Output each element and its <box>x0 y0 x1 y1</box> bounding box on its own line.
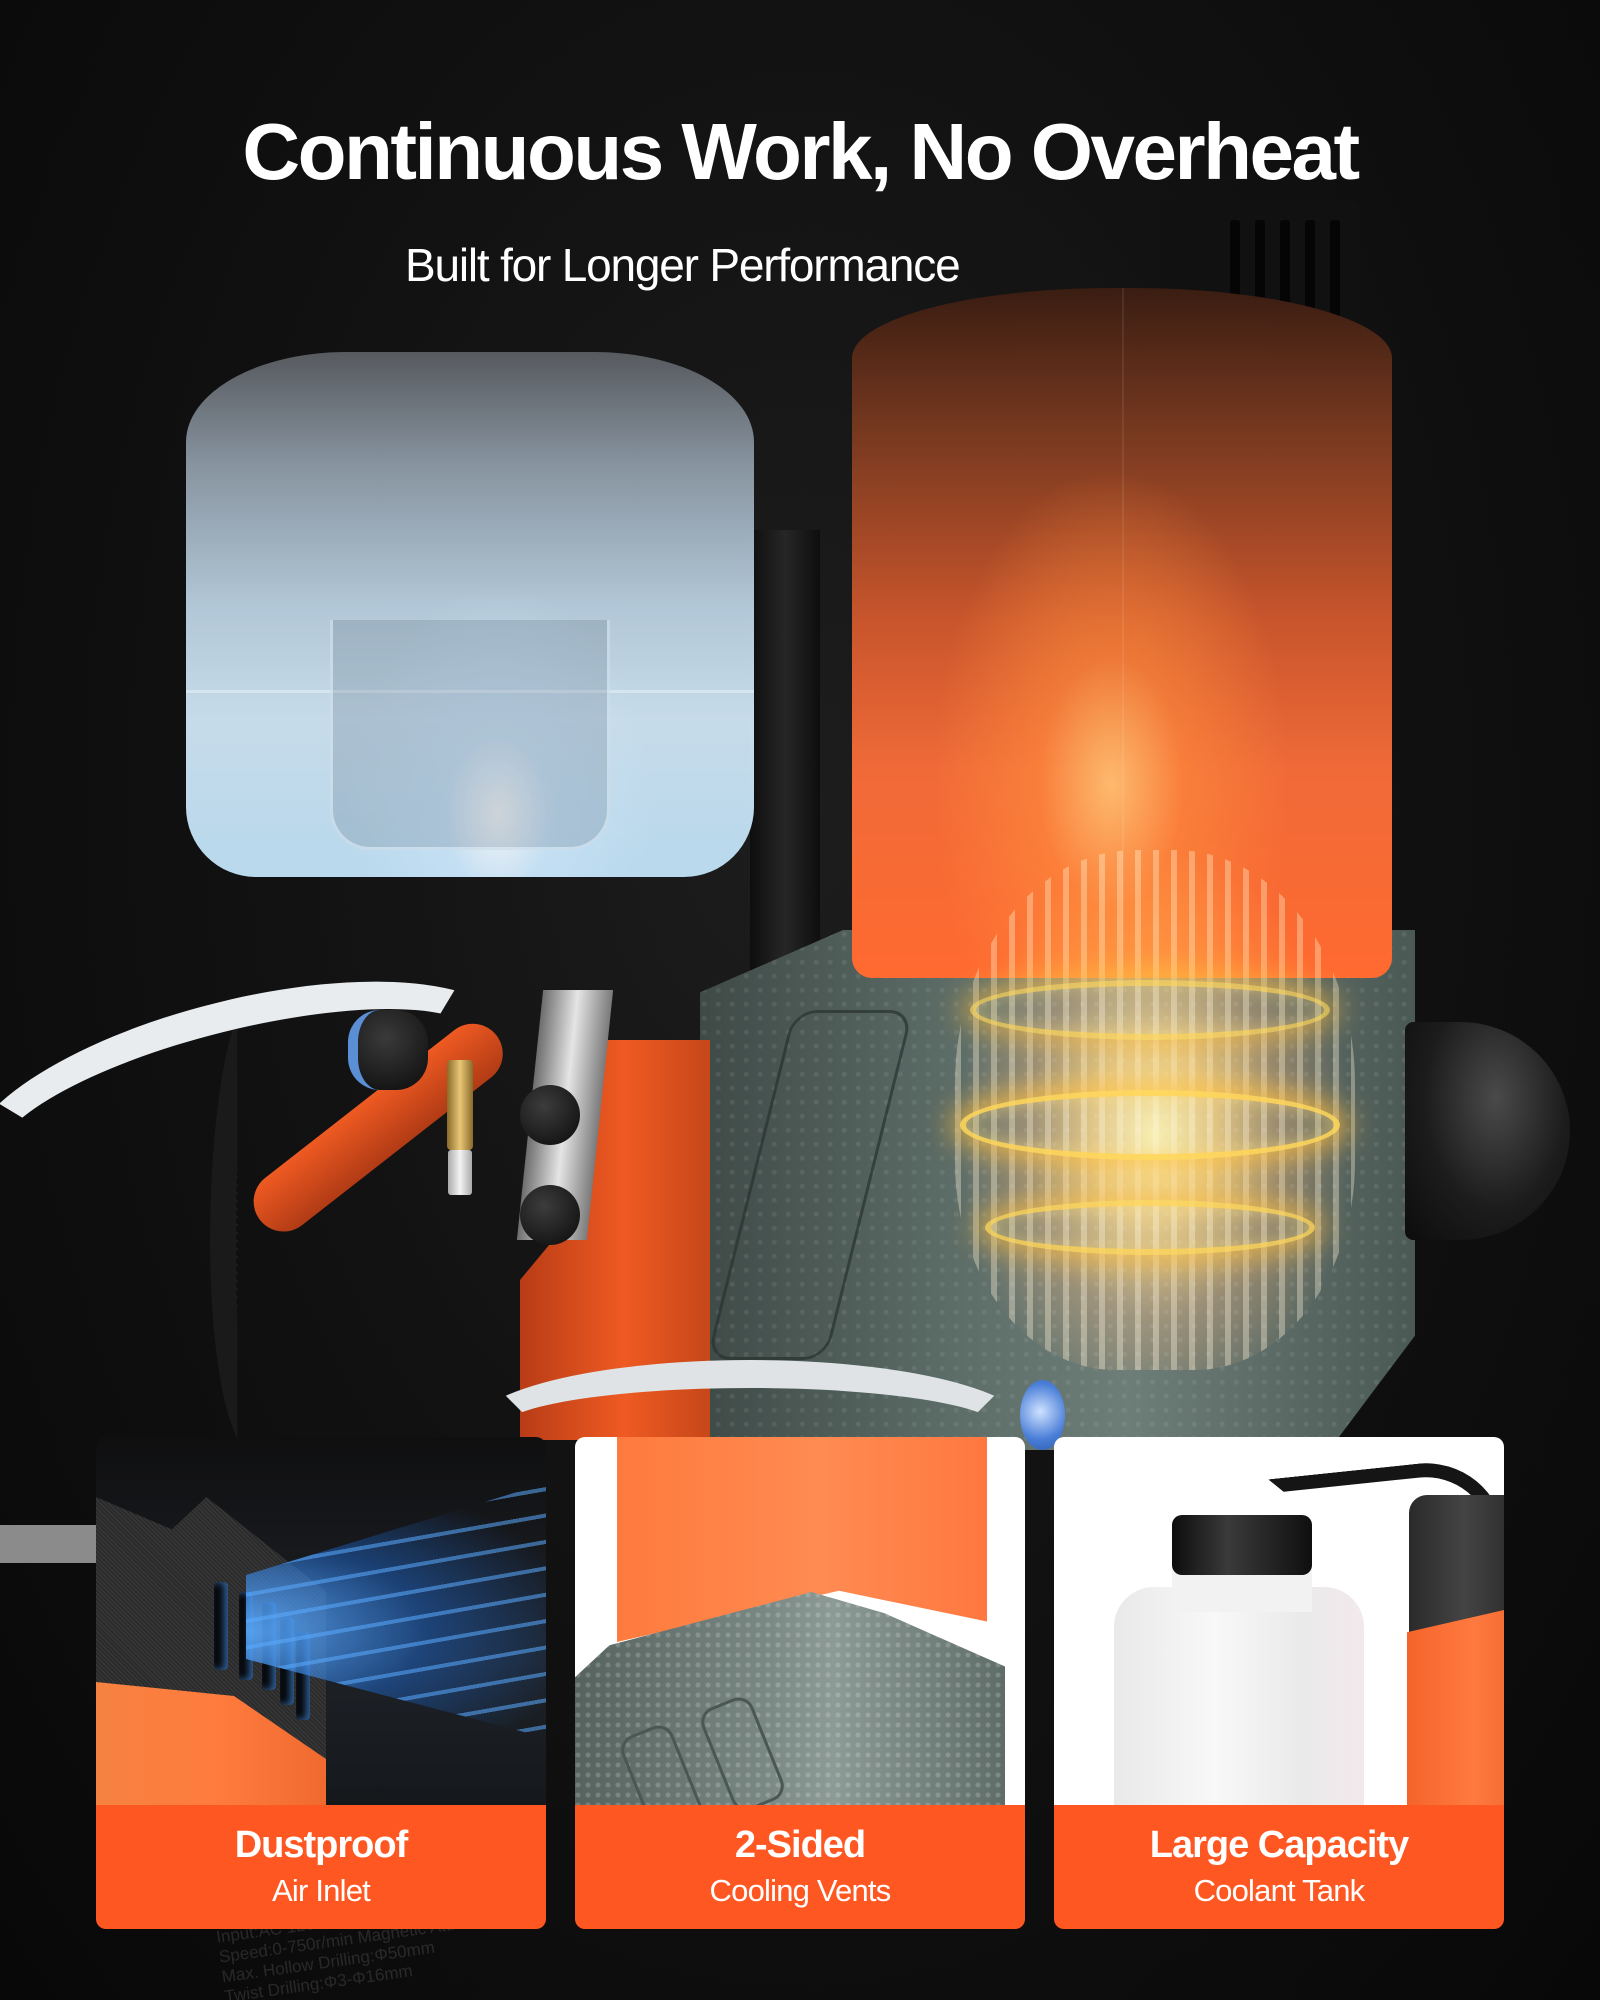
feature-subtitle: Cooling Vents <box>709 1873 892 1909</box>
vent-slit <box>1305 220 1315 320</box>
feature-title: 2-Sided <box>734 1823 866 1866</box>
vent-slit <box>1330 220 1340 320</box>
elbow-fitting-icon <box>348 1010 428 1090</box>
coolant-bottle <box>1114 1587 1364 1805</box>
tank-seam <box>186 690 754 693</box>
subheadline: Built for Longer Performance <box>405 239 961 291</box>
feature-label: Large Capacity Coolant Tank <box>1054 1805 1504 1929</box>
feature-card-dustproof: Dustproof Air Inlet <box>96 1437 546 1929</box>
armature-glow-ring <box>985 1200 1315 1255</box>
thumb-screw-icon <box>520 1185 580 1245</box>
feature-label: 2-Sided Cooling Vents <box>575 1805 1025 1929</box>
air-vent-slot <box>214 1582 228 1670</box>
headline: Continuous Work, No Overheat <box>242 107 1360 196</box>
coolant-tank-translucent <box>186 352 754 877</box>
feature-card-coolant-tank: Large Capacity Coolant Tank <box>1054 1437 1504 1929</box>
motor-orange-housing <box>1407 1607 1504 1805</box>
white-coolant-tube-end <box>0 1525 100 1563</box>
vent-slit <box>1255 220 1265 320</box>
valve-knob-icon <box>448 1150 472 1195</box>
thumb-screw-icon <box>520 1085 580 1145</box>
feature-image-coolant-tank <box>1054 1437 1504 1805</box>
feature-card-cooling-vents: 2-Sided Cooling Vents <box>575 1437 1025 1929</box>
feature-image-cooling-vents <box>575 1437 1025 1805</box>
side-handle-knob <box>1405 1022 1570 1240</box>
tank-inner-reservoir <box>330 620 610 850</box>
feature-subtitle: Air Inlet <box>272 1873 371 1909</box>
feature-title: Dustproof <box>234 1823 409 1866</box>
bottle-cap-icon <box>1172 1515 1312 1575</box>
feature-image-air-inlet <box>96 1437 546 1805</box>
feature-label: Dustproof Air Inlet <box>96 1805 546 1929</box>
vent-slit <box>1280 220 1290 320</box>
brass-valve-icon <box>447 1060 473 1150</box>
vent-slit <box>1230 220 1240 320</box>
feature-subtitle: Coolant Tank <box>1193 1873 1366 1909</box>
armature-glow-ring <box>970 980 1330 1040</box>
feature-title: Large Capacity <box>1149 1823 1409 1866</box>
corrugated-black-hose <box>210 990 300 1450</box>
armature-glow-ring <box>960 1090 1340 1160</box>
housing-edge-highlight <box>1122 288 1124 978</box>
